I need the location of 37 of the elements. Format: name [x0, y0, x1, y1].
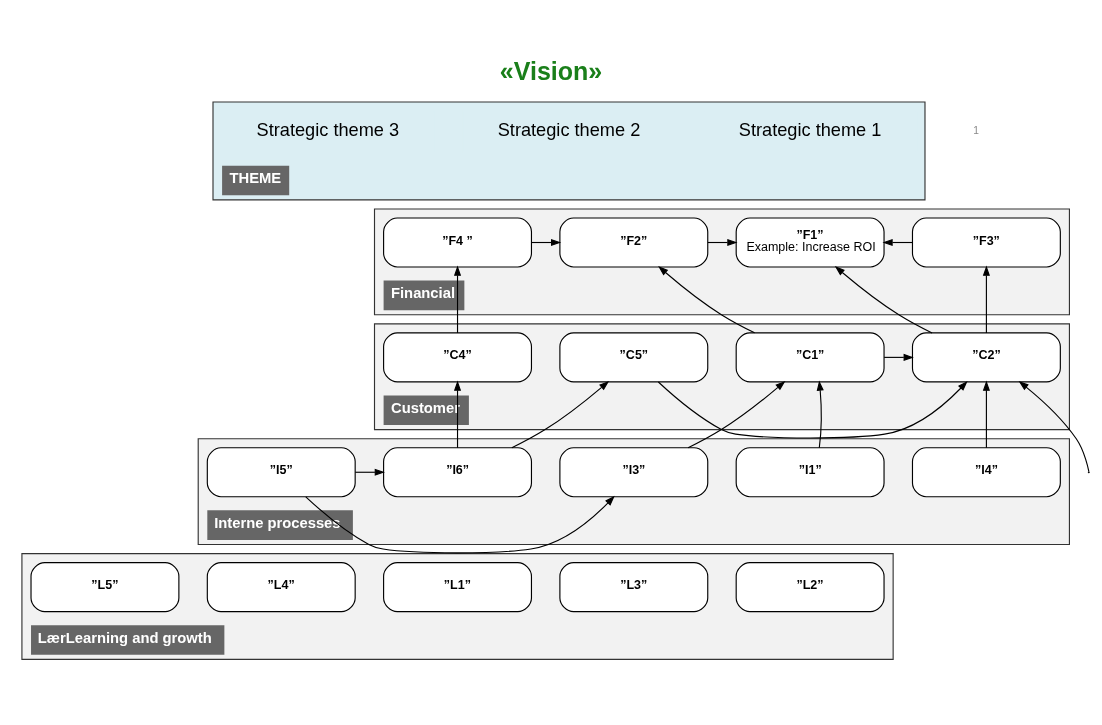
- node-box: ”C5”: [559, 332, 709, 383]
- node-box: ”L4”: [206, 562, 356, 613]
- node-box: ”F1” Example: Increase ROI: [735, 217, 885, 268]
- node-box: ”I4”: [911, 447, 1061, 498]
- node-box: ”I6”: [383, 447, 533, 498]
- arrow: [657, 380, 968, 439]
- node-box: ”L2”: [735, 562, 885, 613]
- node-box: ”C4”: [383, 332, 533, 383]
- node-box: ”L5”: [30, 562, 180, 613]
- node-box: ”I5”: [206, 447, 356, 498]
- node-box: ”C1”: [735, 332, 885, 383]
- arrow: [658, 266, 756, 334]
- arrow: [1018, 381, 1090, 472]
- arrow: [531, 238, 562, 247]
- node-text: Strategic theme 2: [497, 119, 641, 140]
- arrow: [707, 238, 738, 247]
- node-box: ”C2”: [911, 332, 1061, 383]
- node-text: Strategic theme 1: [738, 119, 882, 140]
- label: 1: [973, 125, 980, 137]
- node-box: ”L3”: [559, 562, 709, 613]
- arrow: [882, 238, 913, 247]
- arrow: [453, 265, 462, 334]
- arrow: [511, 380, 610, 449]
- node-box: ”L1”: [383, 562, 533, 613]
- arrow: [982, 380, 990, 449]
- node-box: ”I3”: [559, 447, 709, 498]
- diagram-title: «Vision»: [499, 56, 603, 85]
- arrow: [982, 265, 990, 334]
- arrow: [816, 380, 824, 449]
- arrow: [883, 353, 914, 361]
- node-box: ”F2”: [559, 217, 709, 268]
- node-box: ”I1”: [735, 447, 885, 498]
- node-box: ”F4 ”: [383, 217, 533, 268]
- node-box: ”F3”: [911, 217, 1061, 268]
- arrow: [453, 380, 462, 449]
- arrow: [354, 468, 385, 476]
- node-text: Strategic theme 3: [256, 119, 400, 140]
